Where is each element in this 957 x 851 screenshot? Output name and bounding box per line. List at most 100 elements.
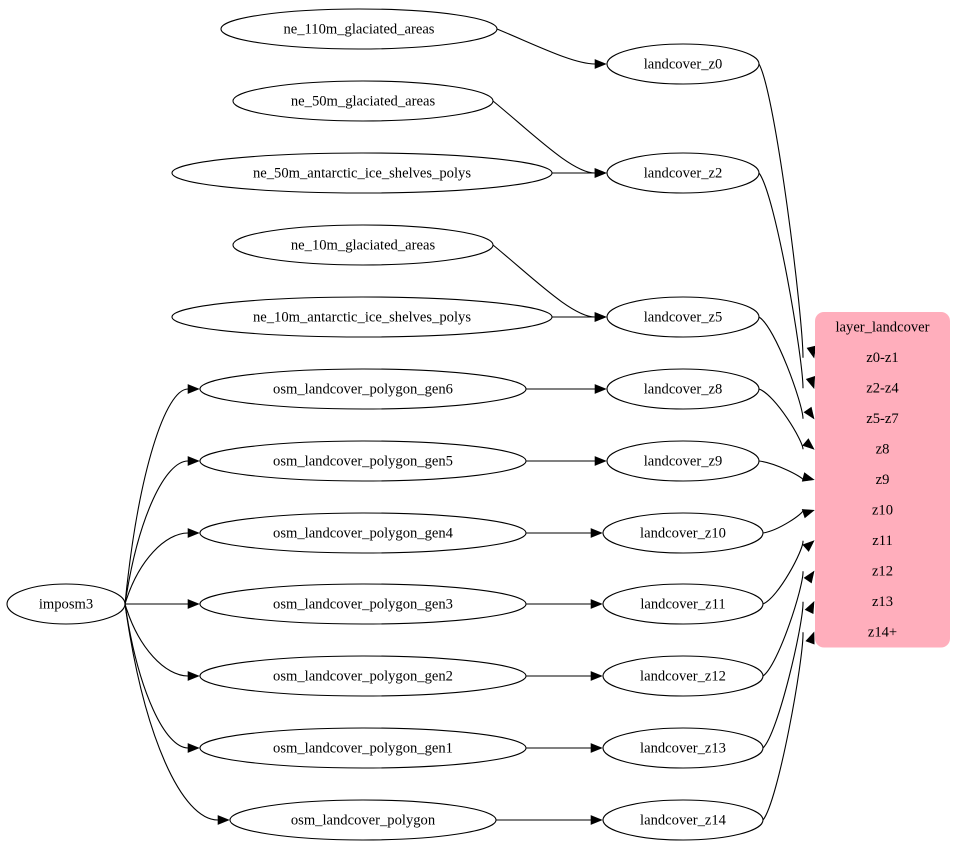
edge-landcover_z14-to-row-z14plus — [762, 632, 804, 821]
edge-arrowhead — [187, 671, 200, 681]
table-header-label: layer_landcover — [836, 320, 930, 336]
edge-arrowhead — [594, 312, 607, 322]
table-row-label: z2-z4 — [866, 381, 899, 397]
node-label: osm_landcover_polygon_gen3 — [273, 596, 453, 612]
edge-ne_110m_glaciated_areas-to-landcover_z0 — [496, 28, 596, 65]
edge-arrowhead — [590, 815, 603, 825]
node-landcover_z8[interactable]: landcover_z8 — [606, 368, 760, 410]
layer-table[interactable]: layer_landcoverz0-z1z2-z4z5-z7z8z9z10z11… — [815, 312, 950, 648]
edge-imposm3-to-osm_landcover_polygon_gen4 — [124, 532, 189, 605]
edge-arrowhead — [187, 599, 200, 609]
node-ne_50m_glaciated_areas[interactable]: ne_50m_glaciated_areas — [232, 80, 494, 122]
node-label: landcover_z13 — [640, 740, 726, 756]
node-ellipse — [602, 512, 764, 554]
node-landcover_z13[interactable]: landcover_z13 — [602, 727, 764, 769]
node-layer: imposm3 ne_110m_glaciated_areas ne_50m_gla… — [6, 8, 764, 841]
edge-arrowhead — [590, 599, 603, 609]
edge-landcover_z10-to-row-z10 — [762, 509, 804, 534]
node-ellipse — [606, 152, 760, 194]
node-label: osm_landcover_polygon_gen2 — [273, 668, 453, 684]
node-label: landcover_z11 — [640, 596, 725, 612]
node-label: ne_10m_antarctic_ice_shelves_polys — [253, 309, 471, 325]
node-ne_10m_antarctic_ice_shelves_polys[interactable]: ne_10m_antarctic_ice_shelves_polys — [171, 296, 553, 338]
edge-landcover_z9-to-row-z9 — [758, 460, 804, 481]
node-label: ne_10m_glaciated_areas — [291, 237, 436, 253]
edge-arrowhead — [594, 168, 607, 178]
node-osm_landcover_polygon_gen2[interactable]: osm_landcover_polygon_gen2 — [199, 655, 527, 697]
edge-arrowhead — [594, 384, 607, 394]
edge-landcover_z11-to-row-z11 — [762, 540, 804, 605]
node-landcover_z5[interactable]: landcover_z5 — [606, 296, 760, 338]
edge-arrowhead — [187, 456, 200, 466]
edge-arrowhead — [803, 406, 815, 420]
edge-imposm3-to-osm_landcover_polygon — [124, 603, 219, 821]
node-ellipse — [171, 152, 553, 194]
edge-arrowhead — [590, 743, 603, 753]
edge-arrowhead — [805, 375, 816, 390]
table-row-label: z0-z1 — [866, 350, 898, 366]
node-label: ne_50m_antarctic_ice_shelves_polys — [253, 165, 471, 181]
edge-arrowhead — [806, 345, 817, 359]
table-row-label: z14+ — [868, 625, 897, 641]
node-label: landcover_z0 — [644, 56, 723, 72]
table-row-label: z10 — [872, 503, 893, 519]
node-ellipse — [606, 296, 760, 338]
node-osm_landcover_polygon[interactable]: osm_landcover_polygon — [229, 799, 497, 841]
edge-arrowhead — [590, 671, 603, 681]
node-landcover_z11[interactable]: landcover_z11 — [602, 583, 764, 625]
node-landcover_z2[interactable]: landcover_z2 — [606, 152, 760, 194]
node-ellipse — [606, 440, 760, 482]
node-label: landcover_z14 — [640, 812, 727, 828]
edge-landcover_z12-to-row-z12 — [762, 571, 804, 677]
edge-landcover_z2-to-row-z2-z4 — [758, 172, 804, 389]
node-landcover_z12[interactable]: landcover_z12 — [602, 655, 764, 697]
edge-arrowhead — [801, 472, 815, 482]
edge-arrowhead — [802, 540, 815, 552]
node-label: osm_landcover_polygon_gen6 — [273, 381, 453, 397]
node-ellipse — [171, 296, 553, 338]
node-ellipse — [602, 799, 764, 841]
node-osm_landcover_polygon_gen4[interactable]: osm_landcover_polygon_gen4 — [199, 512, 527, 554]
edge-ne_10m_glaciated_areas-to-landcover_z5 — [492, 244, 596, 318]
edge-layer — [124, 28, 817, 825]
node-label: osm_landcover_polygon_gen5 — [273, 453, 453, 469]
edge-arrowhead — [217, 815, 230, 825]
edge-imposm3-to-osm_landcover_polygon_gen6 — [124, 388, 189, 605]
edge-landcover_z5-to-row-z5-z7 — [758, 316, 804, 419]
node-osm_landcover_polygon_gen5[interactable]: osm_landcover_polygon_gen5 — [199, 440, 527, 482]
node-ellipse — [606, 368, 760, 410]
node-osm_landcover_polygon_gen6[interactable]: osm_landcover_polygon_gen6 — [199, 368, 527, 410]
node-label: osm_landcover_polygon_gen1 — [273, 740, 453, 756]
node-landcover_z10[interactable]: landcover_z10 — [602, 512, 764, 554]
node-ne_110m_glaciated_areas[interactable]: ne_110m_glaciated_areas — [220, 8, 498, 50]
node-ellipse — [232, 80, 494, 122]
node-label: osm_landcover_polygon — [291, 812, 436, 828]
node-label: landcover_z2 — [644, 165, 723, 181]
edge-arrowhead — [594, 456, 607, 466]
node-imposm3[interactable]: imposm3 — [6, 583, 126, 625]
table-outline — [815, 312, 950, 648]
node-ne_50m_antarctic_ice_shelves_polys[interactable]: ne_50m_antarctic_ice_shelves_polys — [171, 152, 553, 194]
node-label: landcover_z12 — [640, 668, 726, 684]
edge-ne_50m_glaciated_areas-to-landcover_z2 — [492, 100, 596, 174]
node-label: ne_110m_glaciated_areas — [283, 21, 434, 37]
node-ellipse — [199, 727, 527, 769]
node-ellipse — [229, 799, 497, 841]
node-landcover_z14[interactable]: landcover_z14 — [602, 799, 764, 841]
node-label: landcover_z5 — [644, 309, 723, 325]
node-landcover_z0[interactable]: landcover_z0 — [606, 43, 760, 85]
table-row-label: z13 — [872, 594, 893, 610]
edge-arrowhead — [590, 528, 603, 538]
node-ne_10m_glaciated_areas[interactable]: ne_10m_glaciated_areas — [232, 224, 494, 266]
node-ellipse — [606, 43, 760, 85]
edge-arrowhead — [187, 743, 200, 753]
table-row-label: z11 — [872, 533, 893, 549]
node-landcover_z9[interactable]: landcover_z9 — [606, 440, 760, 482]
edge-arrowhead — [594, 59, 607, 69]
edge-landcover_z8-to-row-z8 — [758, 388, 804, 450]
node-ellipse — [199, 368, 527, 410]
node-osm_landcover_polygon_gen1[interactable]: osm_landcover_polygon_gen1 — [199, 727, 527, 769]
node-osm_landcover_polygon_gen3[interactable]: osm_landcover_polygon_gen3 — [199, 583, 527, 625]
